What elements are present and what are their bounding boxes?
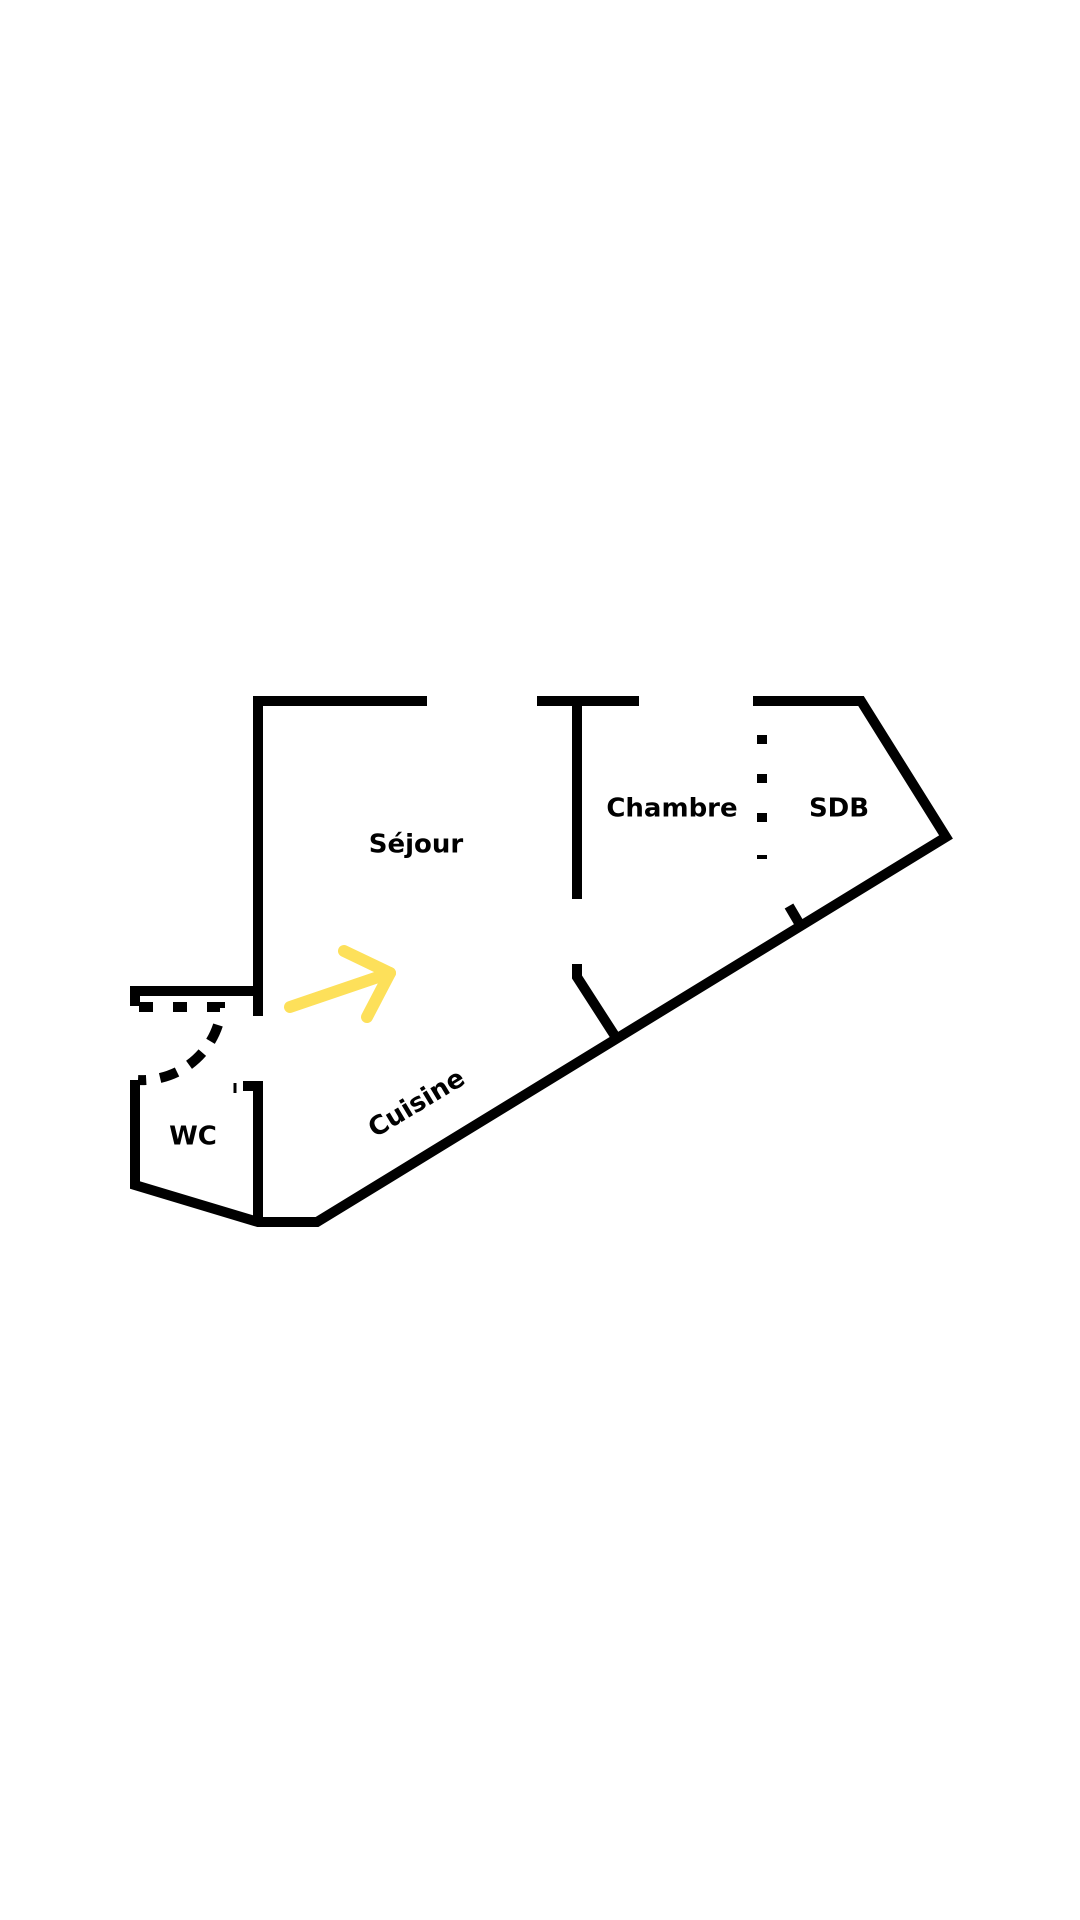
outer-wall xyxy=(130,696,953,1227)
room-label-sdb: SDB xyxy=(809,794,869,824)
room-label-sejour: Séjour xyxy=(369,830,464,860)
dashed-wall xyxy=(139,1002,225,1025)
room-label-wc: WC xyxy=(169,1122,217,1152)
sdb-door-tick xyxy=(784,903,804,926)
room-label-cuisine: Cuisine xyxy=(363,1063,470,1144)
chambre-lower-wall xyxy=(572,964,620,1039)
wc-right-wall xyxy=(243,1081,263,1222)
wc-door-swing xyxy=(137,1023,223,1086)
wc-top-wall xyxy=(130,986,258,1006)
walls xyxy=(130,696,953,1227)
sejour-top-left-wall xyxy=(253,696,427,1016)
arrow-up-right-icon xyxy=(284,945,396,1023)
room-label-chambre: Chambre xyxy=(606,794,737,824)
sdb-partition-dots xyxy=(757,735,767,859)
